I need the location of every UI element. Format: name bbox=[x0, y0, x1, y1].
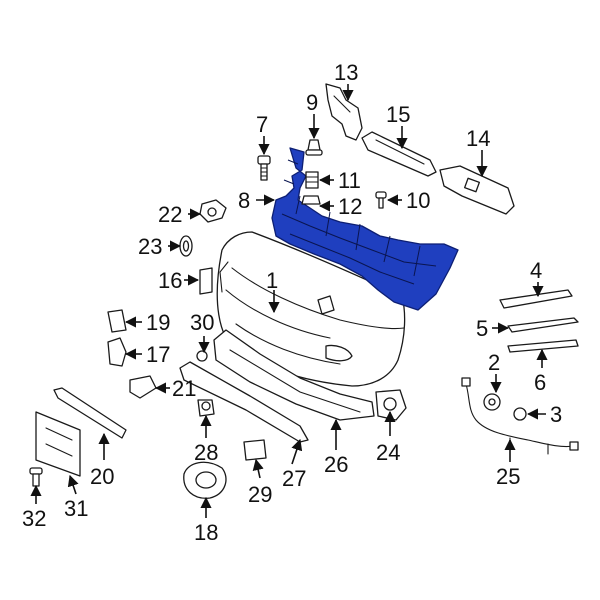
clip-30 bbox=[196, 350, 208, 362]
callout-4: 4 bbox=[530, 258, 542, 283]
callout-30: 30 bbox=[190, 310, 214, 335]
callout-6: 6 bbox=[534, 370, 546, 395]
callout-5: 5 bbox=[476, 316, 488, 341]
bracket-29 bbox=[243, 439, 267, 461]
callout-9: 9 bbox=[306, 90, 318, 115]
callout-18: 18 bbox=[194, 520, 218, 545]
callout-25: 25 bbox=[496, 464, 520, 489]
callout-31: 31 bbox=[64, 496, 88, 521]
nut-12 bbox=[301, 195, 321, 205]
grommet-23 bbox=[179, 235, 193, 257]
callout-23: 23 bbox=[138, 234, 162, 259]
socket-3 bbox=[513, 407, 527, 421]
license-bracket-31 bbox=[35, 411, 81, 477]
clip-11 bbox=[305, 171, 319, 189]
stud-10 bbox=[375, 191, 387, 209]
callout-21: 21 bbox=[172, 376, 196, 401]
callout-1: 1 bbox=[266, 268, 278, 293]
bracket-19 bbox=[107, 309, 127, 333]
bracket-17 bbox=[107, 337, 127, 367]
callout-11: 11 bbox=[338, 168, 361, 193]
clip-28 bbox=[197, 399, 215, 417]
clip-9 bbox=[305, 139, 323, 156]
leader-lines bbox=[30, 84, 548, 518]
fog-bezel-18 bbox=[183, 461, 227, 499]
callout-14: 14 bbox=[466, 126, 490, 151]
callout-27: 27 bbox=[282, 466, 306, 491]
lower-deflector-26 bbox=[213, 329, 375, 421]
parking-sensor-22 bbox=[199, 199, 227, 223]
bracket-16 bbox=[199, 267, 213, 295]
fog-lamp-2 bbox=[483, 393, 501, 411]
screw-32 bbox=[29, 467, 43, 487]
bracket-13 bbox=[325, 83, 363, 141]
callout-13: 13 bbox=[334, 60, 358, 85]
bracket-24 bbox=[375, 389, 407, 421]
callout-15: 15 bbox=[386, 102, 410, 127]
molding-4 bbox=[499, 289, 573, 309]
bracket-15 bbox=[361, 131, 437, 177]
callout-22: 22 bbox=[158, 202, 182, 227]
callout-20: 20 bbox=[90, 464, 114, 489]
callout-29: 29 bbox=[248, 482, 272, 507]
bracket-14 bbox=[439, 165, 515, 215]
callout-labels: 1 2 3 4 5 6 7 8 9 10 11 12 13 14 15 16 1… bbox=[22, 60, 562, 545]
callout-16: 16 bbox=[158, 268, 182, 293]
bracket-21 bbox=[129, 375, 157, 399]
bolt-7 bbox=[257, 155, 271, 181]
callout-12: 12 bbox=[338, 194, 362, 219]
callout-32: 32 bbox=[22, 506, 46, 531]
callout-17: 17 bbox=[146, 342, 170, 367]
molding-5 bbox=[507, 317, 579, 333]
molding-6 bbox=[507, 339, 579, 353]
callout-8: 8 bbox=[238, 188, 250, 213]
callout-19: 19 bbox=[146, 310, 170, 335]
callout-10: 10 bbox=[406, 188, 430, 213]
callout-26: 26 bbox=[324, 452, 348, 477]
bumper-absorber-highlighted bbox=[271, 147, 459, 311]
callout-3: 3 bbox=[550, 402, 562, 427]
lower-trim-27 bbox=[179, 361, 309, 443]
callout-28: 28 bbox=[194, 440, 218, 465]
trim-strip-20 bbox=[53, 387, 127, 439]
callout-2: 2 bbox=[488, 350, 500, 375]
callout-24: 24 bbox=[376, 440, 400, 465]
callout-7: 7 bbox=[256, 112, 268, 137]
